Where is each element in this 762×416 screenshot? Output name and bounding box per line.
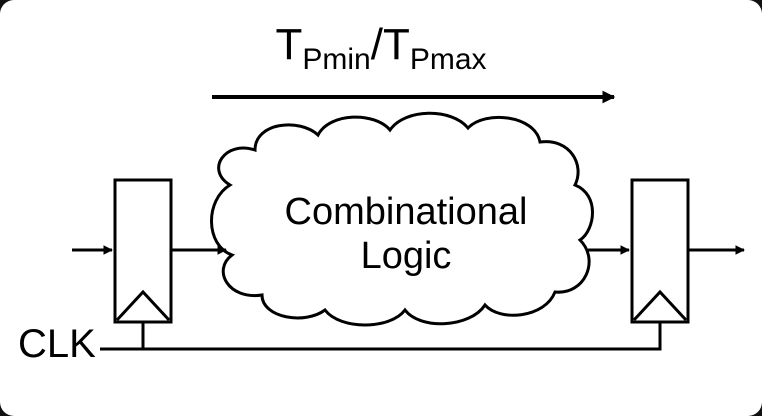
clock-wire — [100, 322, 662, 351]
title-sub-min: Pmin — [302, 43, 371, 76]
combinational-logic-cloud — [210, 111, 594, 327]
left-flip-flop-clock-triangle — [115, 289, 171, 322]
title-separator: / — [370, 20, 383, 69]
right-flip-flop-clock-triangle — [632, 289, 688, 322]
title-t-max: T — [382, 20, 410, 69]
clock-label: CLK — [18, 322, 96, 366]
right-flip-flop — [630, 178, 690, 324]
timing-title: TPmin/TPmax — [0, 20, 762, 77]
left-flip-flop — [113, 178, 173, 324]
cloud-label-line2: Logic — [360, 235, 452, 277]
cloud-label-line1: Combinational — [284, 191, 528, 233]
title-t-min: T — [275, 20, 303, 69]
title-sub-max: Pmax — [409, 43, 487, 76]
